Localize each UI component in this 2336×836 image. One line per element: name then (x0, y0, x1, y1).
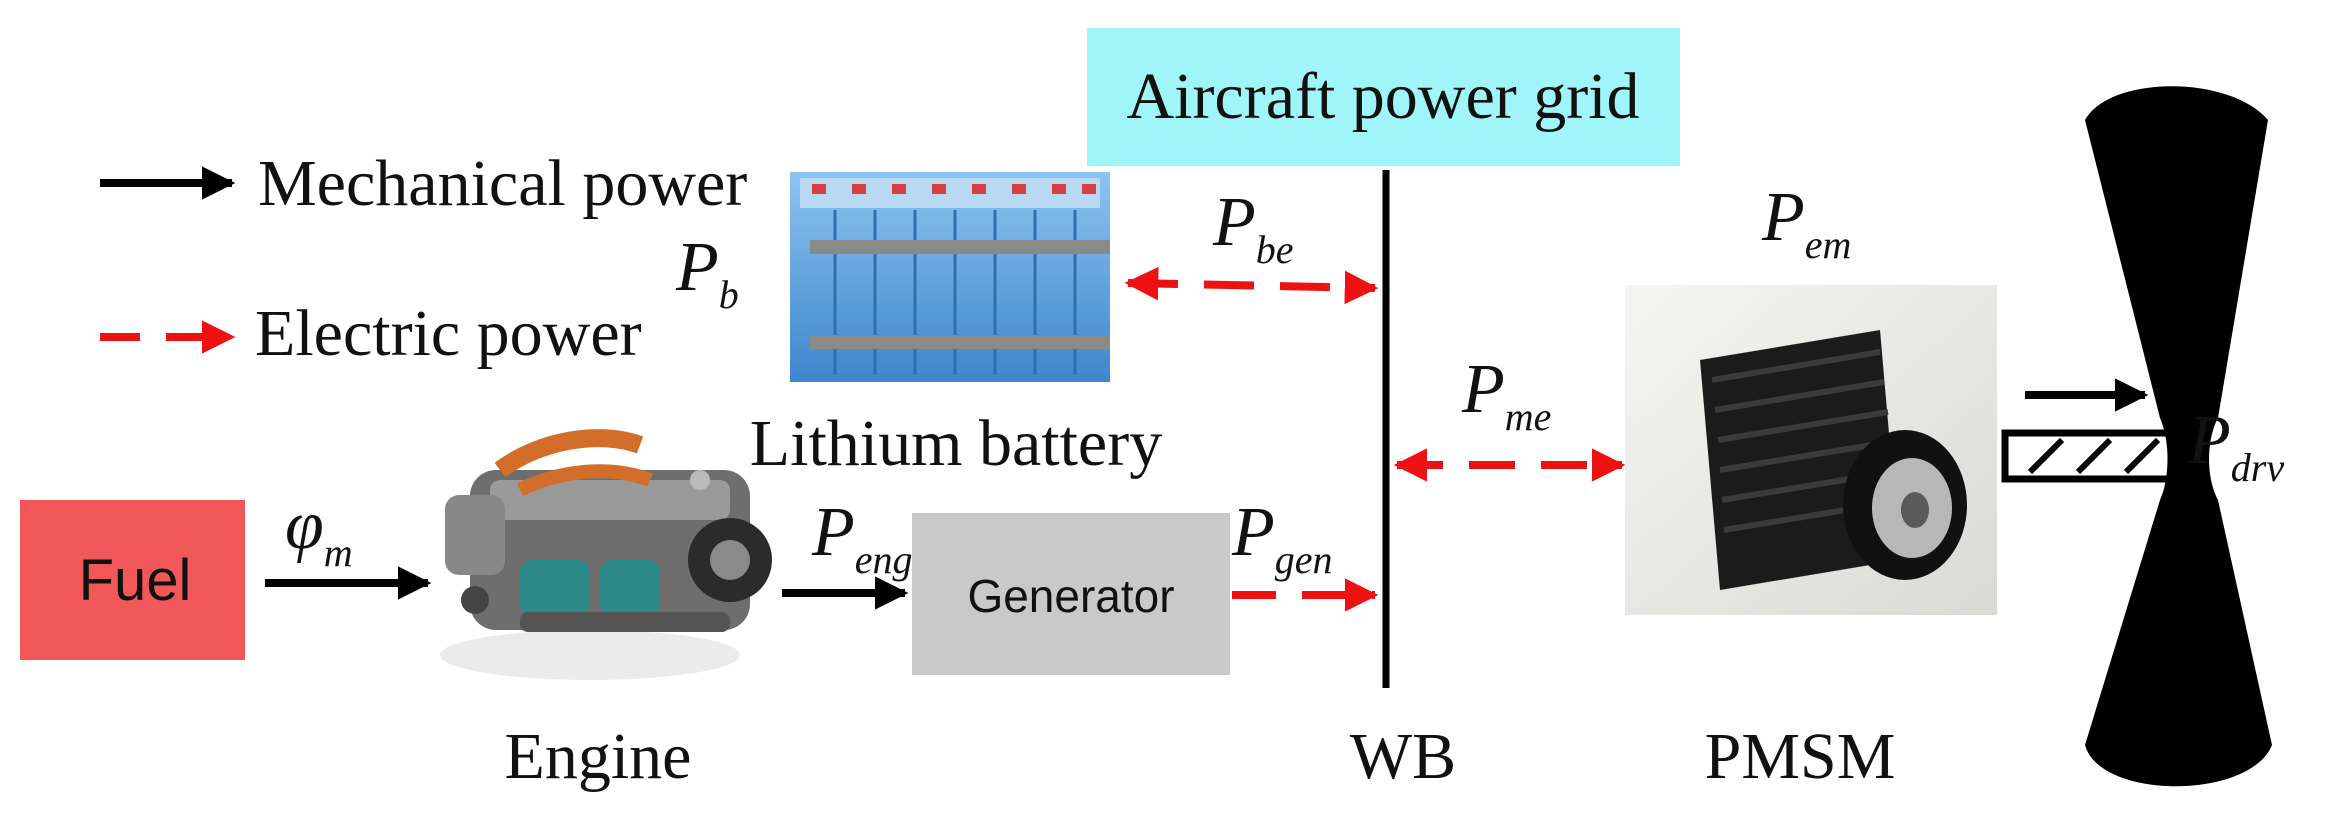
legend-electric-label: Electric power (255, 297, 642, 370)
symbol-phi-m: φm (285, 487, 353, 575)
shaft (2001, 429, 2189, 483)
battery-label: Lithium battery (750, 407, 1162, 480)
engine-image (440, 429, 772, 680)
symbol-p-eng: Peng (811, 494, 913, 582)
battery-image (790, 172, 1110, 382)
motor-label: PMSM (1705, 720, 1896, 793)
motor-image (1625, 285, 1997, 615)
generator-label: Generator (967, 570, 1174, 622)
symbol-p-be: Pbe (1212, 184, 1294, 272)
generator-box (912, 513, 1230, 675)
power-grid-label: Aircraft power grid (1126, 60, 1639, 133)
symbol-p-gen: Pgen (1231, 494, 1333, 582)
bus-label: WB (1350, 720, 1456, 793)
legend-mechanical-label: Mechanical power (258, 147, 747, 220)
symbol-p-em: Pem (1761, 179, 1851, 267)
symbol-p-me: Pme (1461, 351, 1551, 439)
fuel-box (20, 500, 245, 660)
symbol-p-b: Pb (675, 229, 739, 317)
propeller-icon (2085, 86, 2272, 787)
legend: Mechanical power Electric power (100, 147, 747, 370)
fuel-label: Fuel (79, 548, 192, 613)
power-grid-box (1087, 28, 1680, 166)
battery-bus-arrow (1124, 266, 1379, 305)
symbol-p-drv: Pdrv (2187, 402, 2284, 490)
engine-label: Engine (505, 720, 692, 793)
